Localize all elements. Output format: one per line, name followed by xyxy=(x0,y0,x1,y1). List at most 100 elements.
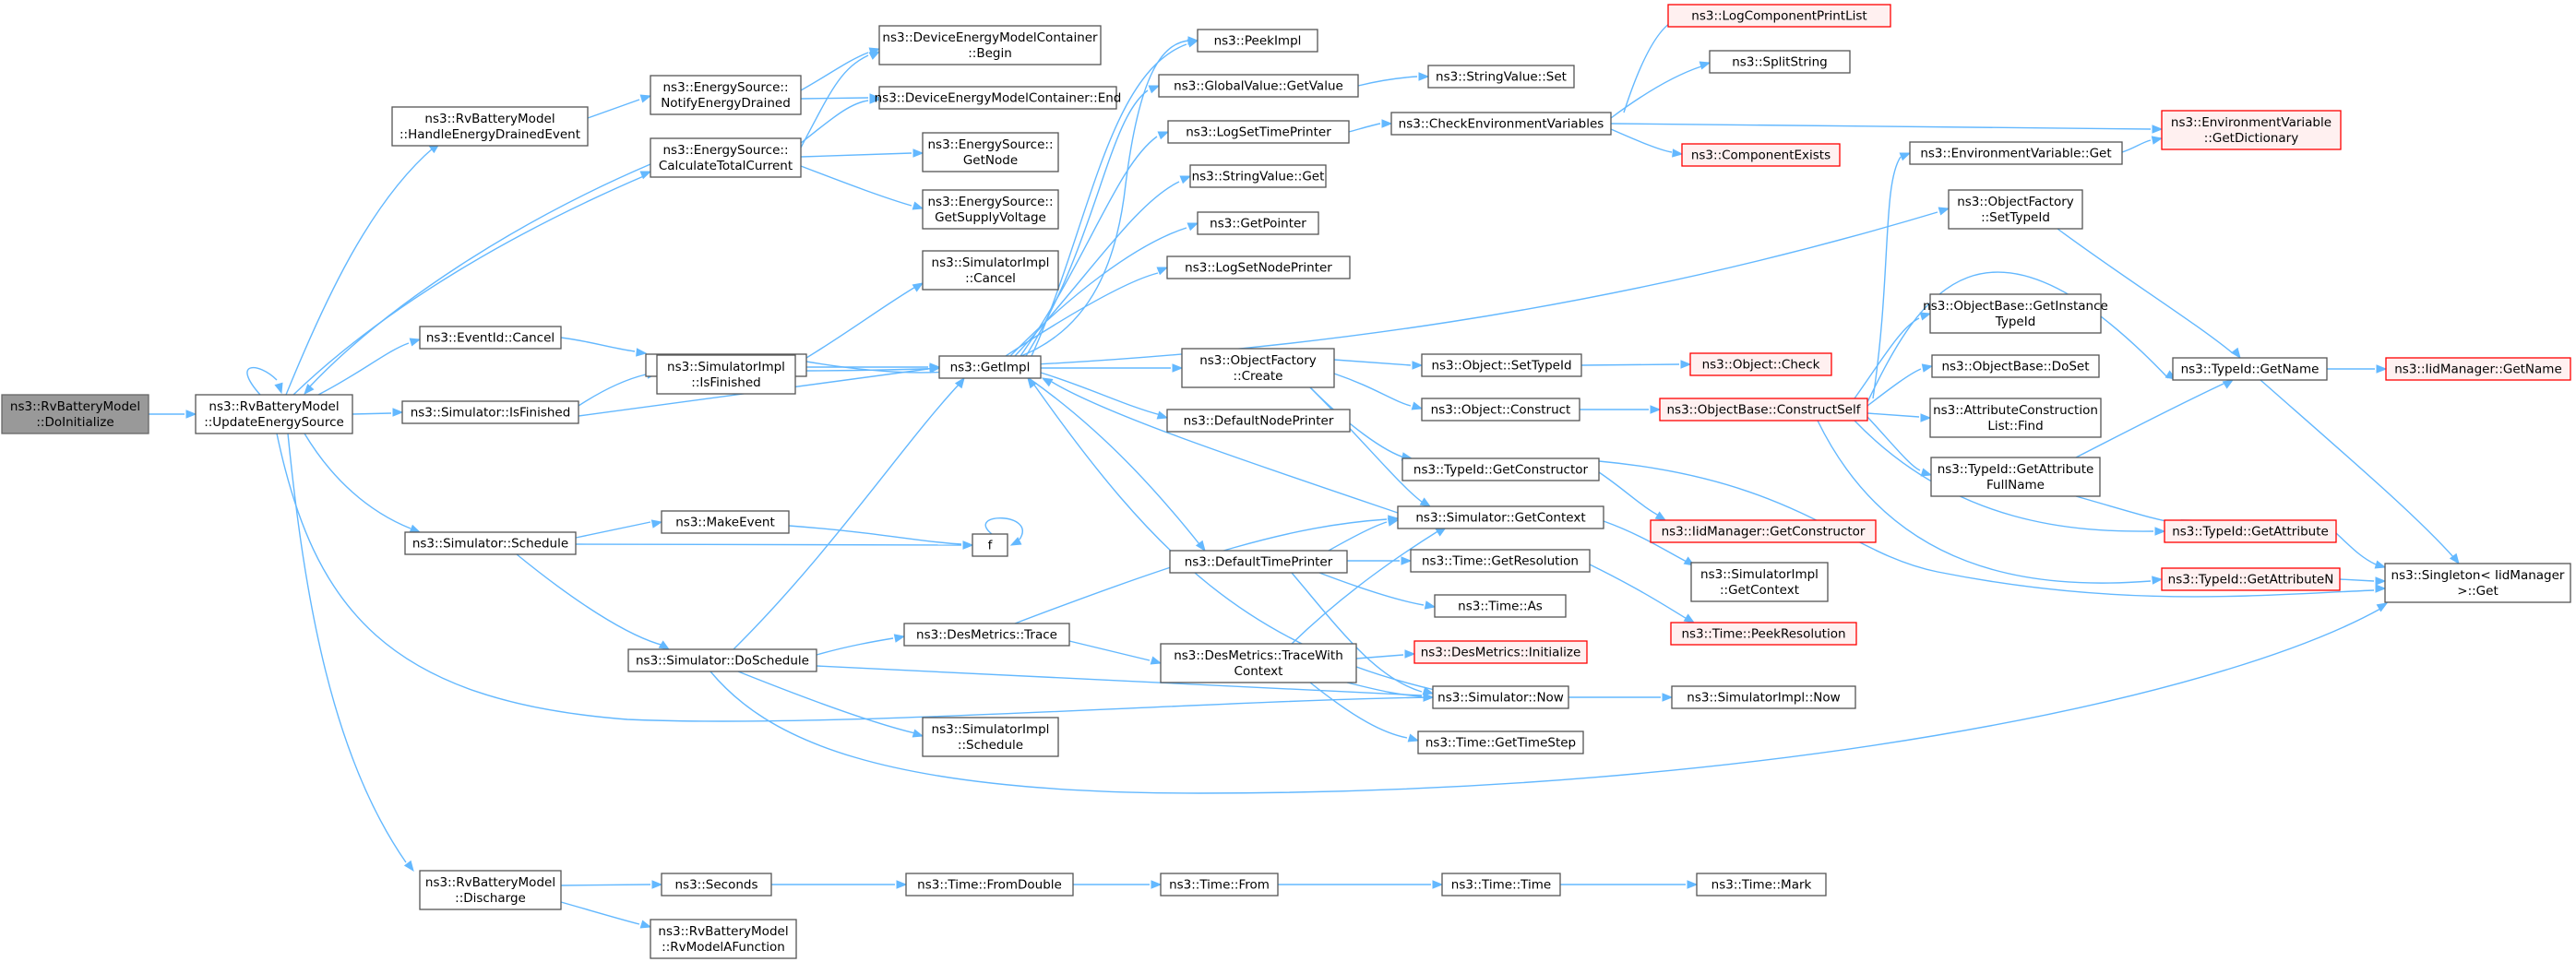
edge-arrowhead xyxy=(868,51,881,60)
node-label: ns3::TypeId::GetConstructor xyxy=(1413,463,1589,478)
node-osti[interactable]: ns3::Object::SetTypeId xyxy=(1421,353,1582,377)
node-box xyxy=(2385,357,2571,381)
node-simgc[interactable]: ns3::Simulator::GetContext xyxy=(1397,505,1604,529)
node-simigc[interactable]: ns3::SimulatorImpl::GetContext xyxy=(1690,562,1829,602)
node-ofc[interactable]: ns3::ObjectFactory::Create xyxy=(1181,348,1335,388)
edge-f-to-f xyxy=(984,517,1023,546)
node-label: CalculateTotalCurrent xyxy=(659,159,793,173)
edge-ctc-to-esgn xyxy=(800,148,924,158)
node-box xyxy=(922,250,1059,291)
node-box xyxy=(2161,110,2342,150)
node-label: ns3::SimulatorImpl xyxy=(932,255,1050,270)
node-dmt[interactable]: ns3::DesMetrics::Trace xyxy=(903,623,1070,647)
node-ofst[interactable]: ns3::ObjectFactory::SetTypeId xyxy=(1948,189,2083,230)
node-tgts[interactable]: ns3::Time::GetTimeStep xyxy=(1417,730,1584,754)
node-hede[interactable]: ns3::RvBatteryModel::HandleEnergyDrained… xyxy=(391,106,589,147)
edge-arrowhead xyxy=(392,408,404,417)
node-tign[interactable]: ns3::TypeId::GetName xyxy=(2172,357,2328,381)
node-ochk[interactable]: ns3::Object::Check xyxy=(1689,352,1832,376)
node-tpr[interactable]: ns3::Time::PeekResolution xyxy=(1670,622,1857,646)
node-ttime[interactable]: ns3::Time::Time xyxy=(1441,873,1561,897)
node-label: ns3::Time::Time xyxy=(1451,878,1551,893)
node-iidgn[interactable]: ns3::IidManager::GetName xyxy=(2385,357,2571,381)
edge-arrowhead xyxy=(1680,360,1692,369)
node-dnp[interactable]: ns3::DefaultNodePrinter xyxy=(1166,409,1351,433)
node-tiga[interactable]: ns3::TypeId::GetAttribute xyxy=(2164,519,2337,543)
node-simif[interactable]: ns3::SimulatorImpl::IsFinished xyxy=(656,354,796,395)
edge-simgc-to-getimpl xyxy=(1041,377,1399,514)
node-f[interactable]: f xyxy=(972,533,1008,557)
node-demcb[interactable]: ns3::DeviceEnergyModelContainer::Begin xyxy=(878,25,1102,65)
node-siminow[interactable]: ns3::SimulatorImpl::Now xyxy=(1671,685,1856,709)
node-split[interactable]: ns3::SplitString xyxy=(1709,50,1851,74)
node-tmark[interactable]: ns3::Time::Mark xyxy=(1696,873,1827,897)
node-eidc[interactable]: ns3::EventId::Cancel xyxy=(419,326,562,350)
node-lcpl[interactable]: ns3::LogComponentPrintList xyxy=(1667,4,1891,28)
node-demce[interactable]: ns3::DeviceEnergyModelContainer::End xyxy=(875,86,1122,110)
node-ctc[interactable]: ns3::EnergySource::CalculateTotalCurrent xyxy=(650,137,802,178)
node-cev[interactable]: ns3::CheckEnvironmentVariables xyxy=(1390,112,1612,136)
node-rmaf[interactable]: ns3::RvBatteryModel::RvModelAFunction xyxy=(650,919,797,959)
node-ues[interactable]: ns3::RvBatteryModel::UpdateEnergySource xyxy=(195,394,353,434)
node-simnow[interactable]: ns3::Simulator::Now xyxy=(1432,685,1569,709)
node-label: ::Schedule xyxy=(958,738,1023,753)
node-tigc[interactable]: ns3::TypeId::GetConstructor xyxy=(1401,457,1600,481)
edge-line xyxy=(2335,532,2377,565)
node-ocons[interactable]: ns3::Object::Construct xyxy=(1421,398,1580,422)
node-dmi[interactable]: ns3::DesMetrics::Initialize xyxy=(1413,640,1588,664)
node-mkev[interactable]: ns3::MakeEvent xyxy=(661,510,790,534)
node-simis[interactable]: ns3::SimulatorImpl::Schedule xyxy=(922,717,1059,757)
node-obds[interactable]: ns3::ObjectBase::DoSet xyxy=(1931,354,2100,378)
node-root[interactable]: ns3::RvBatteryModel::DoInitialize xyxy=(1,394,149,434)
node-tfrom[interactable]: ns3::Time::From xyxy=(1160,873,1279,897)
node-getimpl[interactable]: ns3::GetImpl xyxy=(938,355,1042,379)
node-esgn[interactable]: ns3::EnergySource::GetNode xyxy=(922,132,1059,172)
edge-arrowhead xyxy=(636,348,648,357)
node-tfd[interactable]: ns3::Time::FromDouble xyxy=(905,873,1074,897)
node-lstp[interactable]: ns3::LogSetTimePrinter xyxy=(1167,120,1350,144)
node-gptr[interactable]: ns3::GetPointer xyxy=(1197,211,1319,235)
node-svset[interactable]: ns3::StringValue::Set xyxy=(1427,65,1575,89)
edge-line xyxy=(1866,271,2169,403)
edge-arrowhead xyxy=(1172,363,1184,373)
node-tas[interactable]: ns3::Time::As xyxy=(1434,594,1567,618)
edge-obcs-to-aclf xyxy=(1866,412,1932,422)
node-box xyxy=(391,106,589,147)
node-dis[interactable]: ns3::RvBatteryModel::Discharge xyxy=(419,870,562,910)
node-box xyxy=(1181,348,1335,388)
edge-dmtwc-to-tgts xyxy=(1309,682,1420,742)
node-obcs[interactable]: ns3::ObjectBase::ConstructSelf xyxy=(1659,398,1868,422)
edge-ttime-to-tmark xyxy=(1560,880,1699,889)
node-simic[interactable]: ns3::SimulatorImpl::Cancel xyxy=(922,250,1059,291)
edge-simds-to-getimpl xyxy=(733,376,965,650)
node-secs[interactable]: ns3::Seconds xyxy=(661,873,772,897)
edge-line xyxy=(1866,416,1921,471)
node-peek[interactable]: ns3::PeekImpl xyxy=(1197,29,1318,53)
edge-getimpl-to-gvgv xyxy=(1025,85,1161,357)
node-simds[interactable]: ns3::Simulator::DoSchedule xyxy=(627,648,817,672)
node-ned[interactable]: ns3::EnergySource::NotifyEnergyDrained xyxy=(650,75,802,115)
node-esgsv[interactable]: ns3::EnergySource::GetSupplyVoltage xyxy=(922,189,1059,230)
node-envgd[interactable]: ns3::EnvironmentVariable::GetDictionary xyxy=(2161,110,2342,150)
edge-arrowhead xyxy=(2152,125,2164,134)
node-sims[interactable]: ns3::Simulator::Schedule xyxy=(404,531,577,555)
node-tigan[interactable]: ns3::TypeId::GetAttributeN xyxy=(2161,567,2341,591)
node-label: ns3::Simulator::Now xyxy=(1437,691,1564,706)
node-box xyxy=(1659,398,1868,422)
node-lsnp[interactable]: ns3::LogSetNodePrinter xyxy=(1166,255,1351,279)
node-label: ns3::EventId::Cancel xyxy=(426,331,555,346)
node-svget[interactable]: ns3::StringValue::Get xyxy=(1189,164,1327,188)
node-tgr[interactable]: ns3::Time::GetResolution xyxy=(1410,549,1591,573)
node-iidgc[interactable]: ns3::IidManager::GetConstructor xyxy=(1650,519,1877,543)
node-simf[interactable]: ns3::Simulator::IsFinished xyxy=(401,400,579,424)
node-compex[interactable]: ns3::ComponentExists xyxy=(1681,143,1841,167)
call-graph-nodes: ns3::RvBatteryModel::DoInitializens3::Rv… xyxy=(1,4,2571,959)
node-gvgv[interactable]: ns3::GlobalValue::GetValue xyxy=(1158,74,1359,98)
node-envget[interactable]: ns3::EnvironmentVariable::Get xyxy=(1909,141,2123,165)
node-singget[interactable]: ns3::Singleton< IidManager >::Get xyxy=(2384,563,2571,603)
node-dtp[interactable]: ns3::DefaultTimePrinter xyxy=(1169,550,1348,574)
